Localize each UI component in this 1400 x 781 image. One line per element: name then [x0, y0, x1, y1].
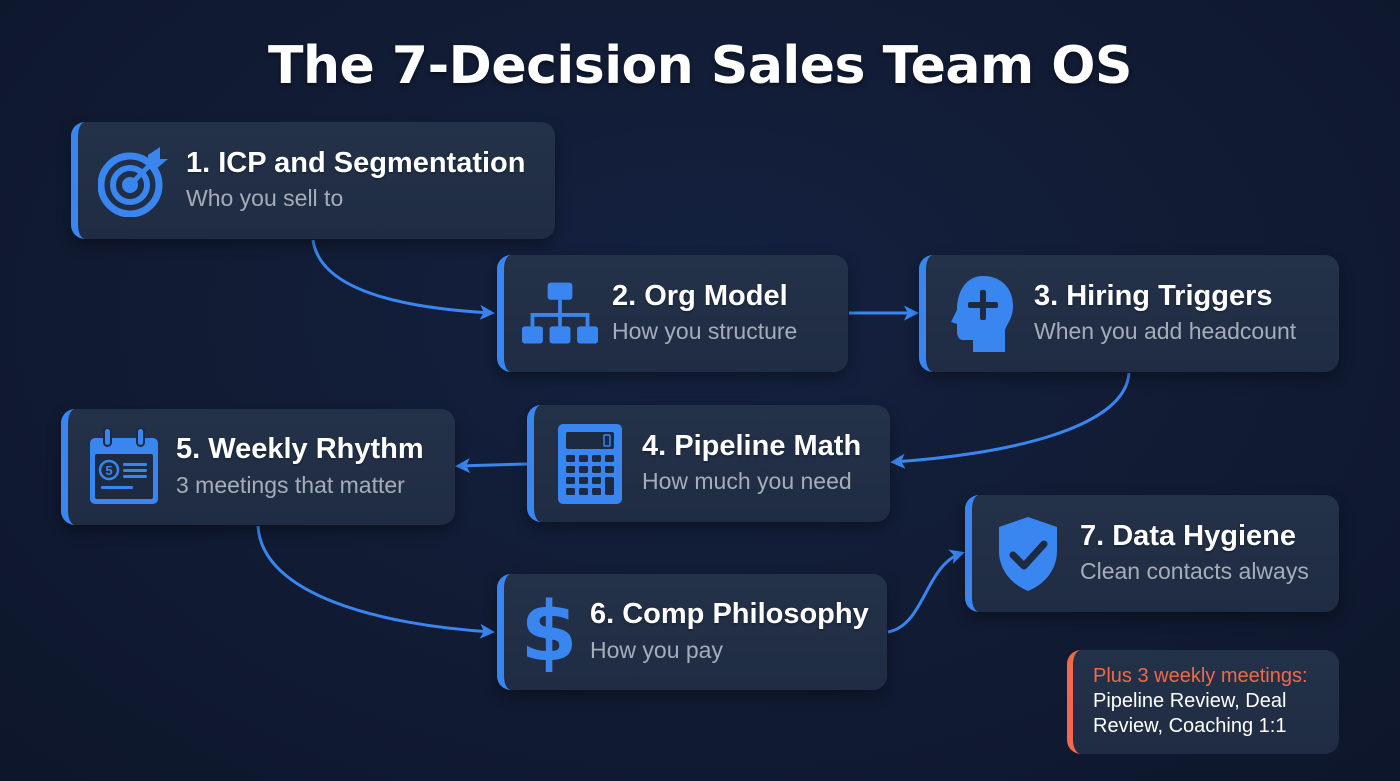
- dollar-icon: $: [522, 592, 576, 672]
- svg-text:$: $: [524, 592, 574, 672]
- decision-card-6: $ 6. Comp Philosophy How you pay: [497, 574, 887, 690]
- target-icon: [96, 143, 172, 219]
- org-chart-icon: [522, 276, 598, 352]
- weekly-meetings-note: Plus 3 weekly meetings: Pipeline Review,…: [1067, 650, 1339, 754]
- connector-1-2: [311, 239, 495, 320]
- decision-subtitle: How much you need: [642, 468, 852, 495]
- note-heading: Plus 3 weekly meetings:: [1093, 665, 1308, 687]
- decision-card-3: 3. Hiring Triggers When you add headcoun…: [919, 255, 1339, 372]
- decision-heading: 1. ICP and Segmentation: [186, 146, 526, 179]
- calculator-icon: [552, 423, 628, 504]
- decision-heading: 5. Weekly Rhythm: [176, 433, 424, 466]
- head-plus-icon: [944, 275, 1020, 352]
- connector-6-7: [887, 549, 965, 634]
- decision-heading: 2. Org Model: [612, 279, 788, 312]
- decision-subtitle: When you add headcount: [1034, 318, 1297, 345]
- note-body: Pipeline Review, Deal Review, Coaching 1…: [1093, 690, 1287, 737]
- decision-card-7: 7. Data Hygiene Clean contacts always: [965, 495, 1339, 612]
- svg-text:5: 5: [105, 463, 112, 478]
- decision-heading: 3. Hiring Triggers: [1034, 279, 1273, 312]
- shield-check-icon: [990, 516, 1066, 592]
- decision-card-5: 5 5. Weekly Rhythm 3 meetings that matte…: [61, 409, 455, 525]
- decision-heading: 4. Pipeline Math: [642, 429, 862, 462]
- decision-subtitle: Clean contacts always: [1080, 558, 1309, 585]
- connector-5-6: [256, 525, 495, 639]
- decision-subtitle: How you structure: [612, 318, 798, 345]
- page-title: The 7-Decision Sales Team OS: [268, 36, 1132, 96]
- decision-subtitle: How you pay: [590, 636, 723, 663]
- decision-heading: 7. Data Hygiene: [1080, 519, 1296, 552]
- decision-card-4: 4. Pipeline Math How much you need: [527, 405, 890, 522]
- decision-subtitle: 3 meetings that matter: [176, 471, 405, 498]
- connector-4-5: [455, 458, 528, 474]
- connector-3-4: [890, 372, 1131, 469]
- decision-card-1: 1. ICP and Segmentation Who you sell to: [71, 122, 555, 239]
- calendar-icon: 5: [86, 428, 162, 505]
- decision-subtitle: Who you sell to: [186, 185, 344, 212]
- decision-card-2: 2. Org Model How you structure: [497, 255, 848, 372]
- decision-heading: 6. Comp Philosophy: [590, 598, 869, 631]
